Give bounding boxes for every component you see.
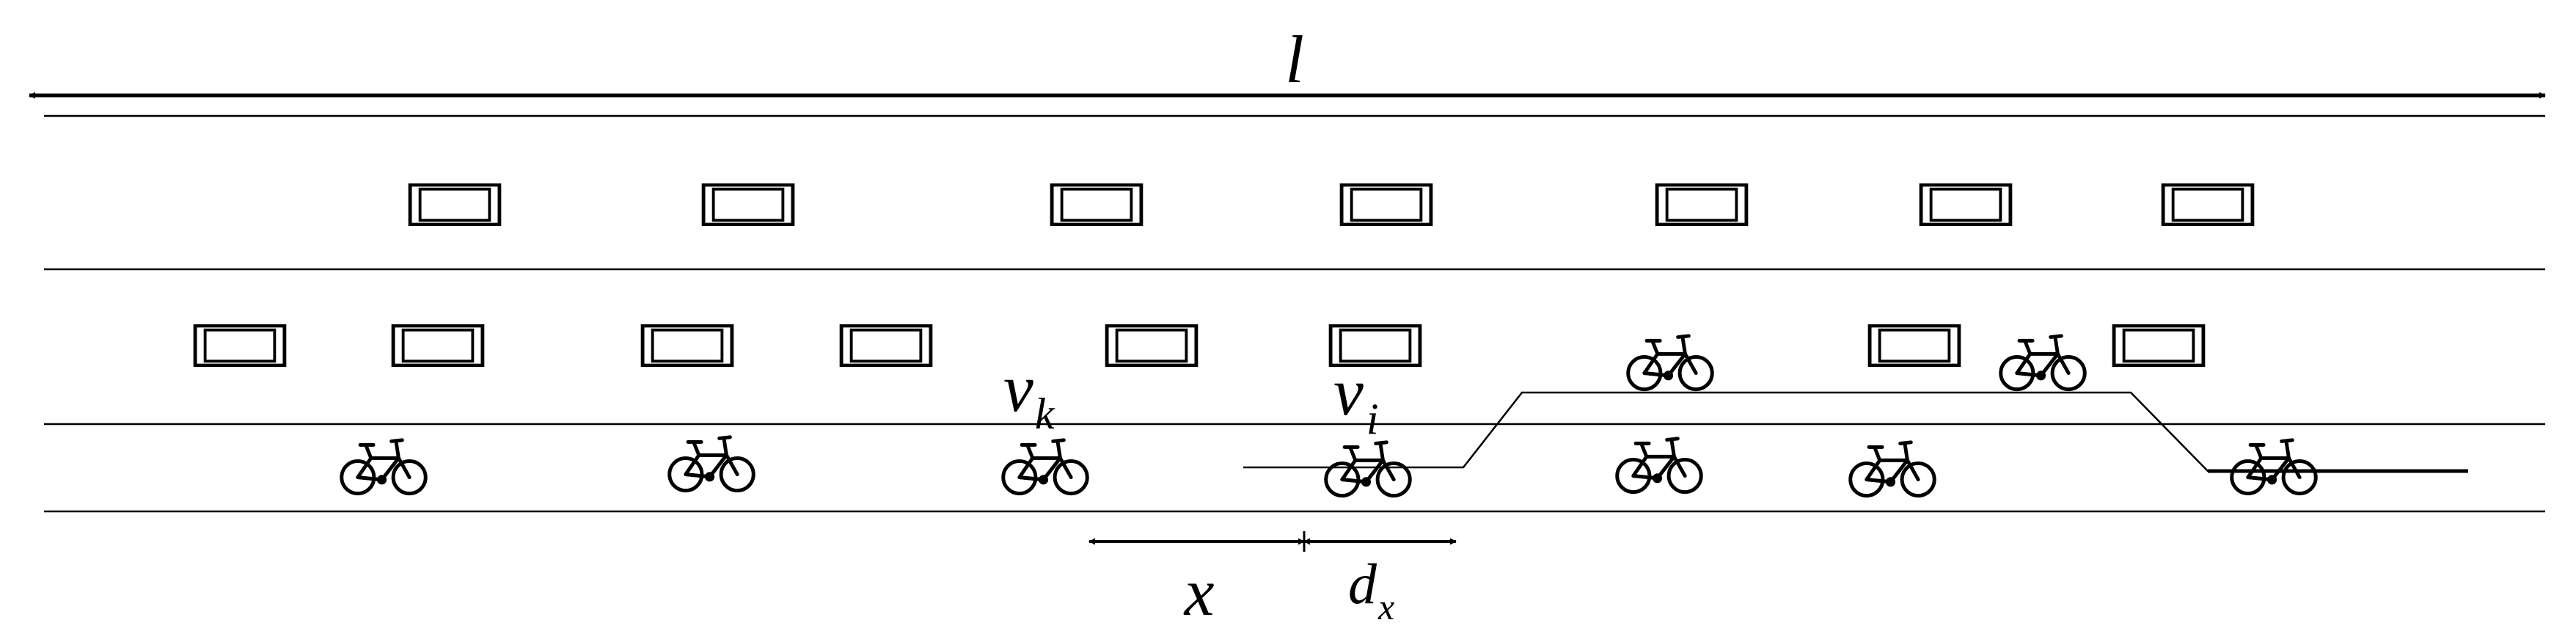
bicycle-icon — [2001, 336, 2085, 390]
car-icon — [1052, 185, 1141, 225]
bicycle-icon — [1617, 439, 1702, 492]
car-icon — [703, 185, 793, 225]
bicycle-icon — [1628, 336, 1713, 390]
velocity-vk-label: vk — [1003, 351, 1055, 438]
car-lane-2 — [195, 326, 2203, 365]
car-icon — [2163, 185, 2253, 225]
car-lane-1 — [410, 185, 2253, 225]
car-icon — [1870, 326, 1959, 365]
car-icon — [841, 326, 931, 365]
car-icon — [2114, 326, 2203, 365]
car-icon — [410, 185, 500, 225]
x-label: x — [1183, 555, 1215, 630]
car-icon — [393, 326, 483, 365]
dx-label: dx — [1348, 552, 1394, 627]
car-icon — [1107, 326, 1196, 365]
length-label: l — [1285, 22, 1304, 97]
car-icon — [1342, 185, 1431, 225]
bicycle-icon — [1003, 440, 1088, 494]
car-icon — [1921, 185, 2010, 225]
bicycle-icon — [1326, 442, 1410, 496]
velocity-vi-label: vi — [1333, 354, 1379, 443]
bicycle-icon — [670, 437, 754, 491]
bicycle-lane — [342, 437, 2316, 496]
car-icon — [643, 326, 732, 365]
car-icon — [195, 326, 285, 365]
bicycle-icon — [1851, 442, 1935, 496]
bicycle-icon — [2232, 440, 2316, 494]
car-icon — [1657, 185, 1746, 225]
bicycle-icon — [342, 440, 426, 494]
